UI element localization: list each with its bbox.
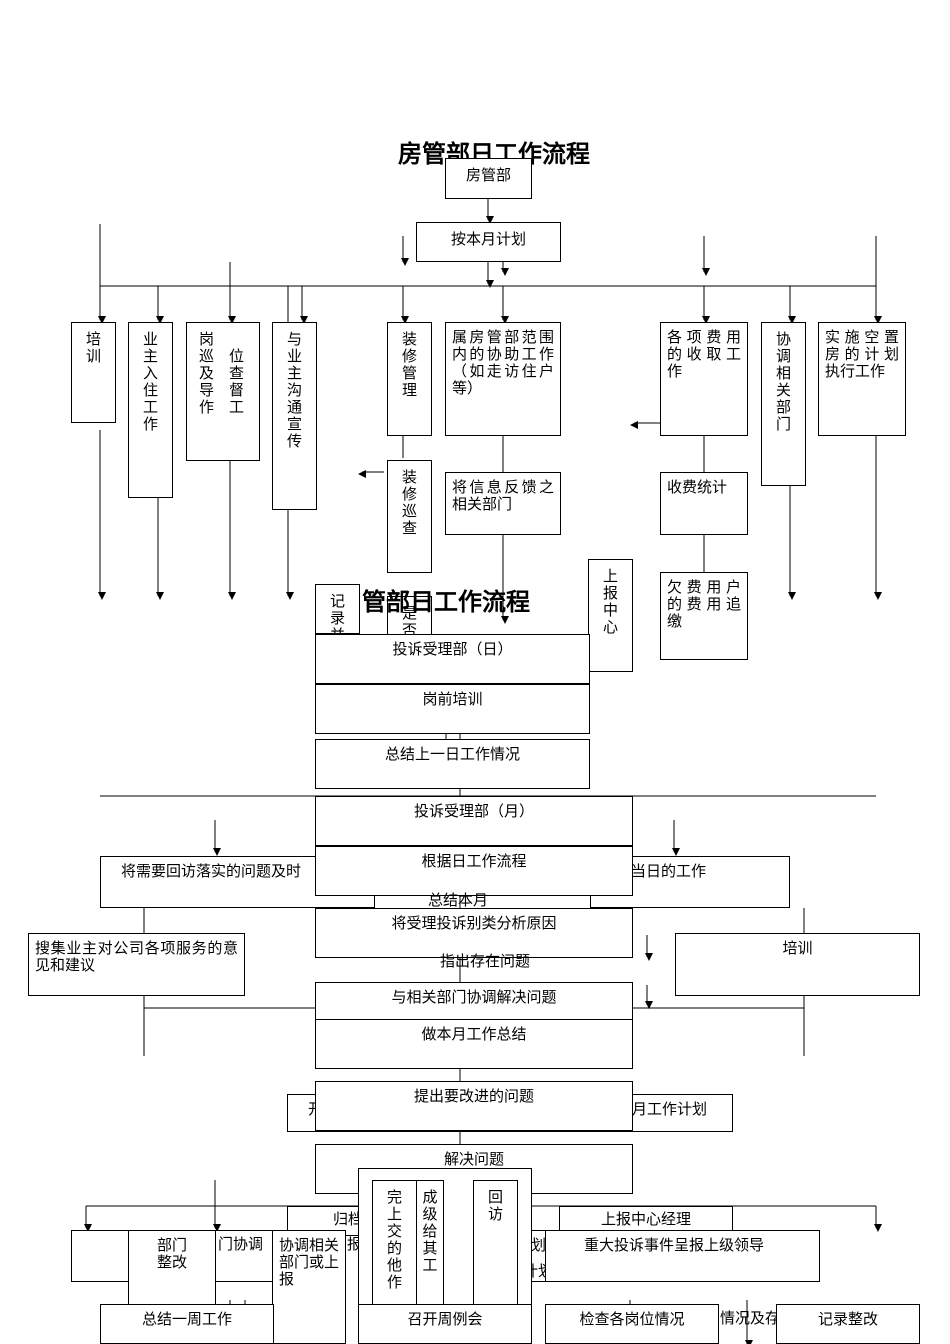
node-coord-label: 协调相关部门 (775, 330, 791, 433)
node-decor-patrol-label: 装修巡查 (401, 468, 417, 537)
node-coordinate-label: 与相关部门协调解决问题 (391, 988, 557, 1006)
node-monthly-head: 投诉受理部（月） (315, 796, 633, 846)
node-daily-head-label: 投诉受理部（日） (392, 640, 513, 658)
node-report-center-label: 上报中心 (602, 567, 618, 636)
node-assist: 属房管部范围内的协助工作（如走访住户等） (445, 322, 561, 436)
node-training: 培训 (71, 322, 116, 423)
node-fees-label: 各项费用的收取工作 (667, 328, 741, 380)
node-vacant-label: 实施空置房的计划执行工作 (825, 328, 899, 380)
node-training-label: 培训 (85, 330, 101, 365)
node-coord: 协调相关部门 (761, 322, 806, 486)
node-daily-training: 岗前培训 (315, 684, 590, 734)
node-report-mgr-label: 上报中心经理 (600, 1210, 691, 1228)
diagram-title-overlap: 管部日工作流程 (362, 587, 530, 616)
node-fee-stats-label: 收费统计 (667, 478, 728, 496)
node-revisit-bottom-label: 回访 (487, 1188, 503, 1223)
node-decor-label: 装修管理 (401, 330, 417, 399)
node-month-summary-label: 做本月工作总结 (421, 1025, 527, 1043)
node-dept-fix-label: 部门整改 (156, 1236, 187, 1271)
node-feedback: 将信息反馈之相关部门 (445, 472, 561, 535)
node-month-summary: 做本月工作总结 (315, 1019, 633, 1069)
text-summarize-month: 总结本月 (428, 891, 489, 909)
node-major: 重大投诉事件呈报上级领导 (545, 1230, 820, 1282)
node-vacant: 实施空置房的计划执行工作 (818, 322, 906, 436)
node-coord-report-label: 协调相关部门或上报 (279, 1236, 340, 1288)
node-daily-head: 投诉受理部（日） (315, 634, 590, 684)
node-fee-stats: 收费统计 (660, 472, 748, 535)
node-record-label: 记录并 (329, 592, 345, 634)
node-train-right: 培训 (675, 933, 920, 996)
node-major-label: 重大投诉事件呈报上级领导 (584, 1236, 765, 1254)
node-daily-summary: 总结上一日工作情况 (315, 739, 590, 789)
node-monthly-head-label: 投诉受理部（月） (413, 802, 534, 820)
node-movein-label: 业主入住工作 (142, 330, 158, 433)
node-assist-label: 属房管部范围内的协助工作（如走访住户等） (452, 328, 554, 397)
node-root-label: 房管部 (465, 166, 511, 184)
node-today-label: 当日的工作 (631, 862, 707, 880)
node-feedback-label: 将信息反馈之相关部门 (452, 478, 554, 513)
node-patrol-label: 岗巡及导作 (199, 330, 215, 416)
node-patrol: 岗巡及导作位查督工 (186, 322, 260, 461)
text-situation: 情况及存 (720, 1309, 781, 1327)
node-whether-label: 是否 (401, 604, 417, 636)
node-classify-label: 将受理投诉别类分析原因 (391, 914, 557, 932)
node-weekly-meeting: 召开周例会 (358, 1304, 532, 1344)
node-whether: 是否 (387, 596, 432, 636)
node-fees: 各项费用的收取工作 (660, 322, 748, 436)
node-per-daily: 根据日工作流程 (315, 846, 633, 896)
text-dept-coord: 门协调 (218, 1235, 264, 1253)
node-classify: 将受理投诉别类分析原因 (315, 908, 633, 958)
node-root: 房管部 (445, 158, 532, 199)
node-communicate-label: 与业主沟通宣传 (286, 330, 302, 450)
node-check-posts-label: 检查各岗位情况 (579, 1310, 685, 1328)
node-decor-patrol: 装修巡查 (387, 460, 432, 573)
node-coord-report: 协调相关部门或上报 (272, 1230, 346, 1344)
node-improve: 提出要改进的问题 (315, 1081, 633, 1131)
node-collect: 搜集业主对公司各项服务的意见和建议 (28, 933, 245, 996)
node-communicate: 与业主沟通宣传 (272, 322, 317, 510)
node-arrears: 欠费用户的费用追缴 (660, 572, 748, 660)
node-revisit-label: 将需要回访落实的问题及时 (121, 862, 302, 880)
node-plan: 按本月计划 (416, 222, 561, 262)
text-point-out: 指出存在问题 (440, 952, 531, 970)
node-solve-label: 解决问题 (443, 1150, 504, 1168)
node-next-plan-label: 月工作计划 (632, 1100, 708, 1118)
node-record-fix-label: 记录整改 (817, 1310, 878, 1328)
node-arrears-label: 欠费用户的费用追缴 (667, 578, 741, 630)
node-record: 记录并 (315, 584, 360, 634)
node-record-fix: 记录整改 (776, 1304, 920, 1344)
node-movein: 业主入住工作 (128, 322, 173, 498)
node-post-label: 位查督工 (229, 347, 245, 416)
node-finish: 完上交的他作 (372, 1180, 417, 1344)
node-train-right-label: 培训 (782, 939, 813, 957)
node-daily-training-label: 岗前培训 (422, 690, 483, 708)
node-decor: 装修管理 (387, 322, 432, 436)
node-levels-label: 成级给其工 (422, 1188, 438, 1274)
node-coordinate: 与相关部门协调解决问题 (315, 982, 633, 1020)
node-report-center: 上报中心 (588, 559, 633, 672)
node-week-summary: 总结一周工作 (100, 1304, 274, 1344)
node-collect-label: 搜集业主对公司各项服务的意见和建议 (35, 939, 238, 974)
node-daily-summary-label: 总结上一日工作情况 (384, 745, 520, 763)
node-finish-label: 完上交的他作 (386, 1188, 402, 1291)
node-improve-label: 提出要改进的问题 (413, 1087, 534, 1105)
node-per-daily-label: 根据日工作流程 (421, 852, 527, 870)
node-plan-label: 按本月计划 (450, 230, 526, 248)
node-weekly-meeting-label: 召开周例会 (407, 1310, 483, 1328)
node-week-summary-label: 总结一周工作 (141, 1310, 232, 1328)
node-check-posts: 检查各岗位情况 (545, 1304, 719, 1344)
